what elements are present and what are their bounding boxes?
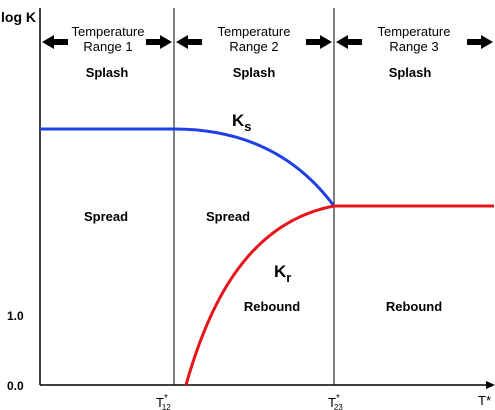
kr-curve-label: Kr bbox=[274, 262, 291, 285]
region-label-rebound: Rebound bbox=[386, 299, 442, 314]
y-tick-label: 1.0 bbox=[7, 309, 24, 323]
left-arrow-icon bbox=[176, 35, 202, 49]
ks-curve-label: Ks bbox=[232, 111, 252, 134]
range-arrows bbox=[42, 35, 493, 49]
left-arrow-icon bbox=[42, 35, 68, 49]
right-arrow-icon bbox=[146, 35, 172, 49]
y-axis-label: log K bbox=[1, 9, 36, 25]
threshold-label-t12: T*12 bbox=[156, 393, 171, 410]
region-label-splash: Splash bbox=[233, 65, 276, 80]
ks-curve bbox=[40, 127, 336, 207]
right-arrow-icon bbox=[467, 35, 493, 49]
region-label-splash: Splash bbox=[389, 65, 432, 80]
region-label-splash: Splash bbox=[86, 65, 129, 80]
region-label-spread: Spread bbox=[84, 209, 128, 224]
kr-curve bbox=[184, 204, 494, 386]
region-label-spread: Spread bbox=[206, 209, 250, 224]
right-arrow-icon bbox=[306, 35, 332, 49]
left-arrow-icon bbox=[336, 35, 362, 49]
region-label-rebound: Rebound bbox=[244, 299, 300, 314]
x-axis-label: T* bbox=[478, 393, 491, 408]
x-axis-arrowhead bbox=[486, 381, 495, 389]
threshold-label-t23: T*23 bbox=[328, 393, 343, 410]
y-tick-label: 0.0 bbox=[7, 379, 24, 393]
